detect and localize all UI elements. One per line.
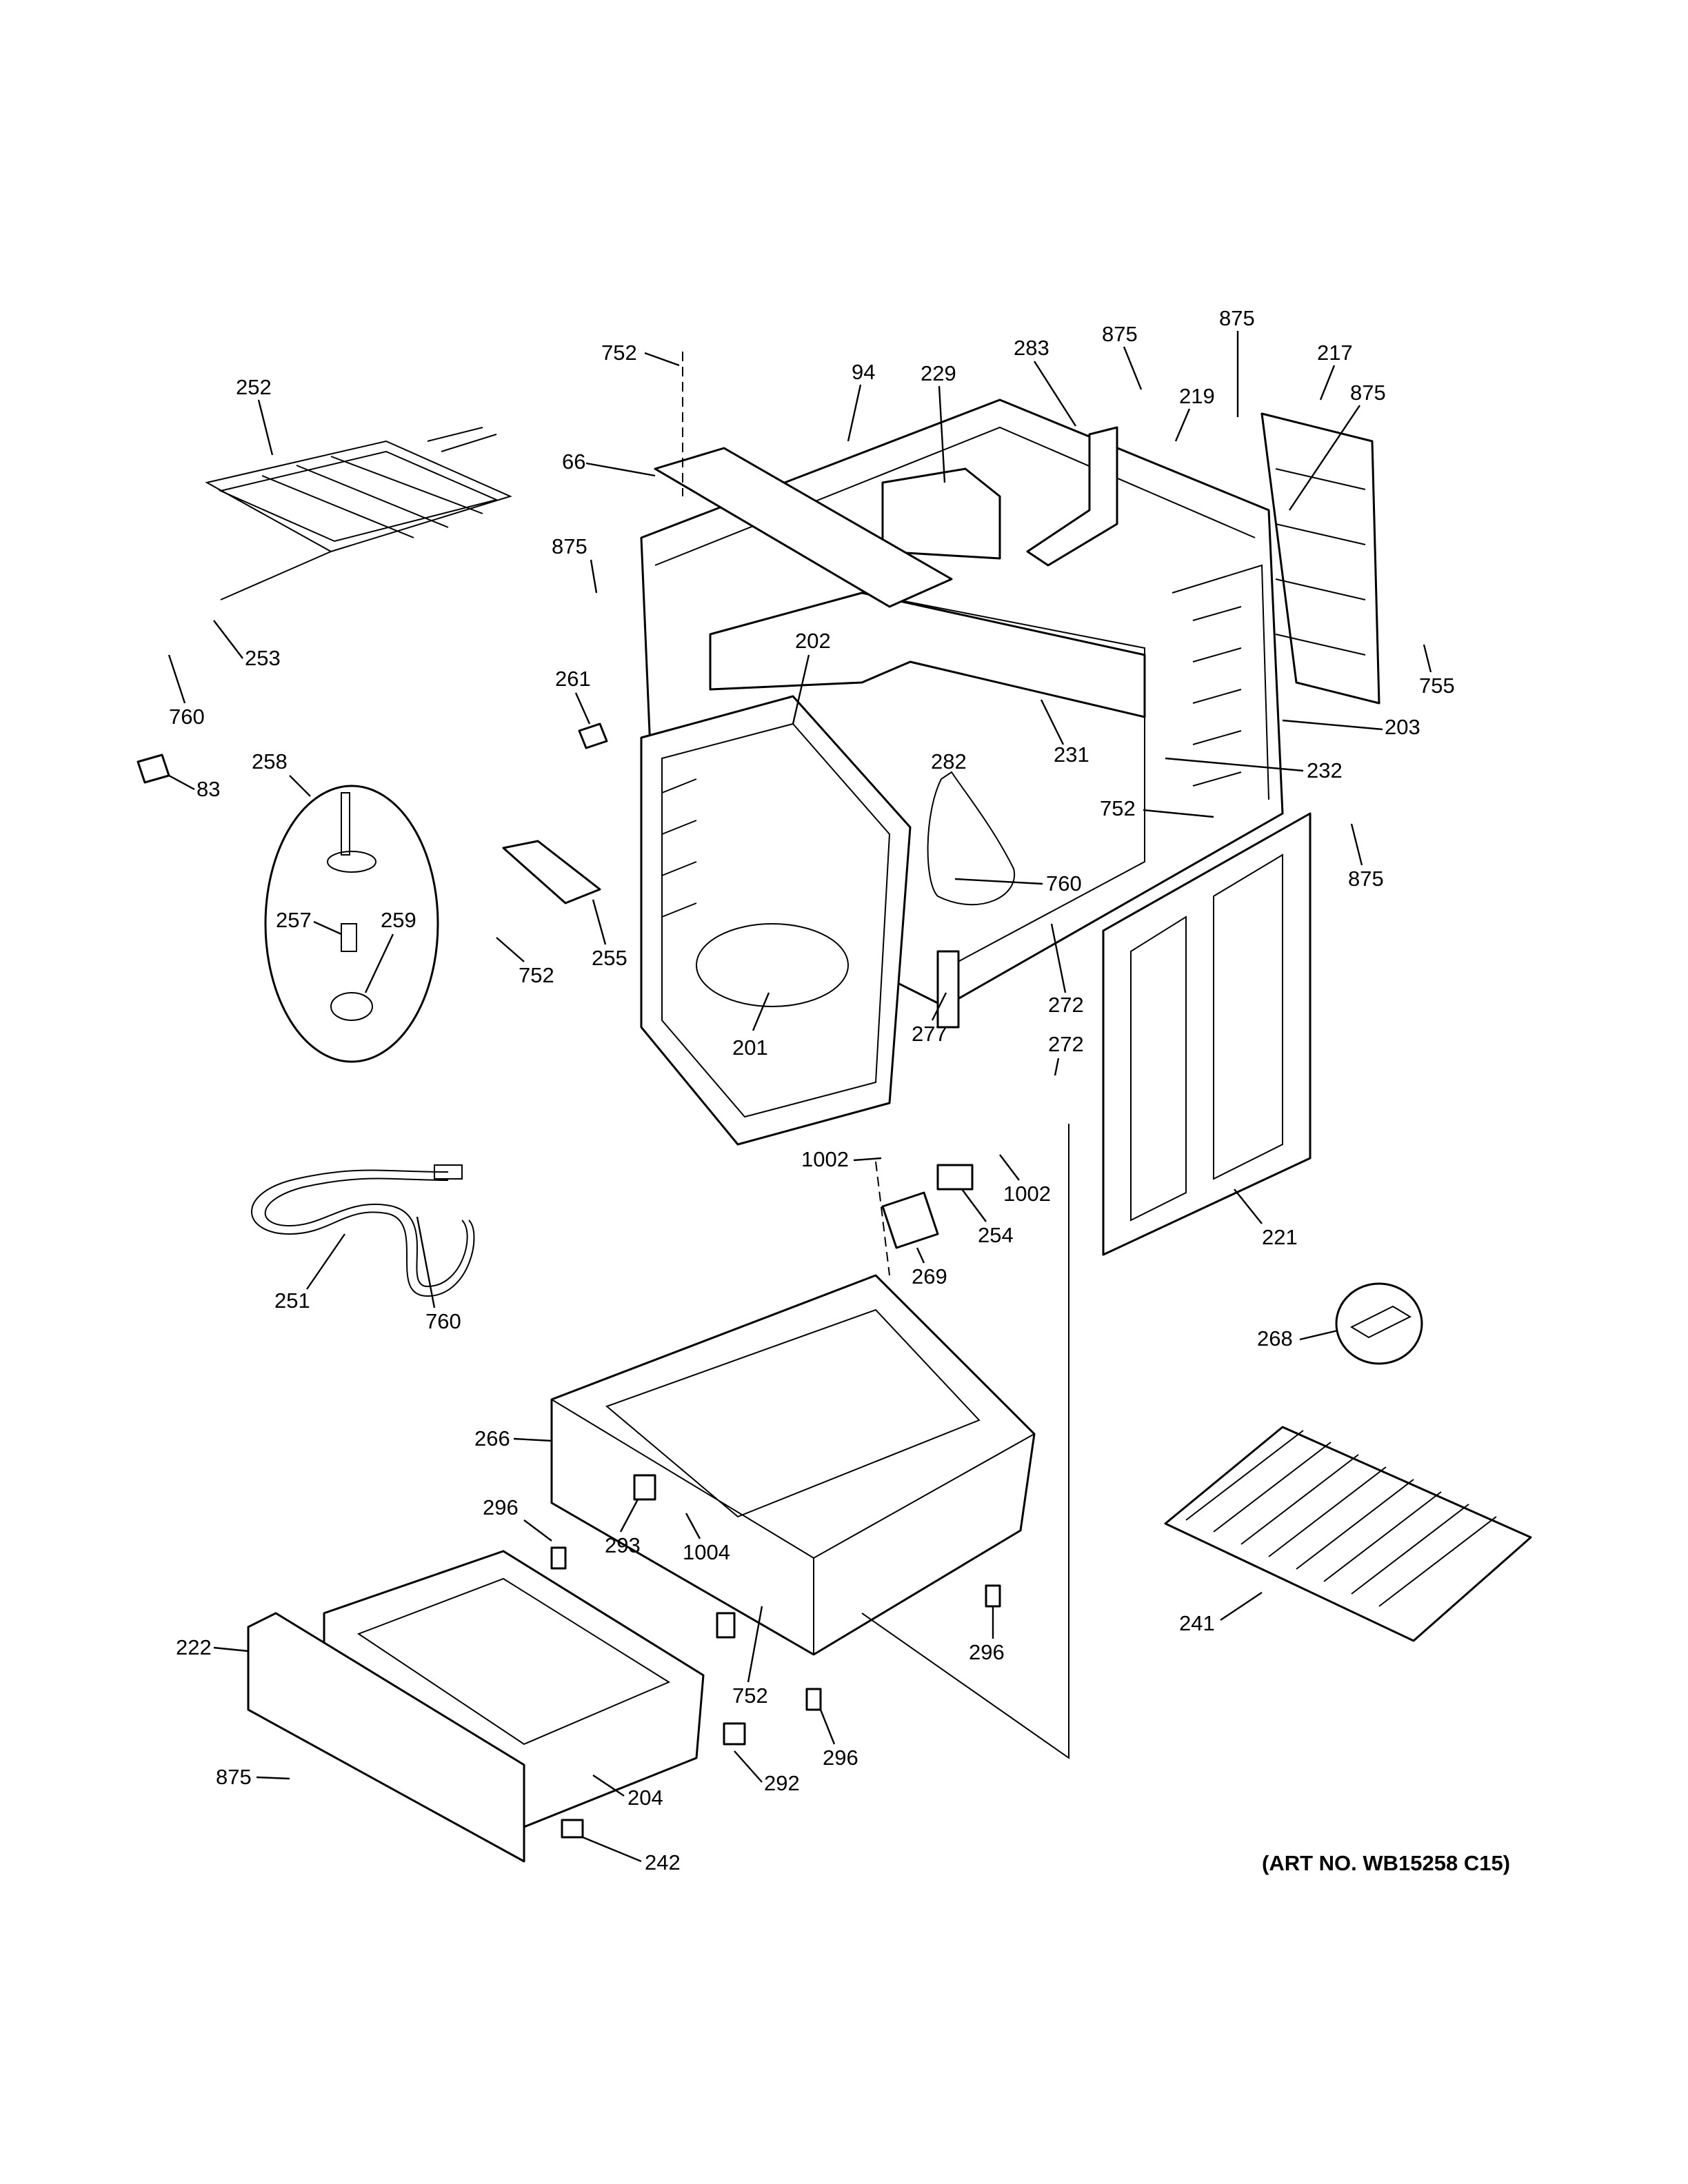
- label-221: 221: [1262, 1225, 1298, 1249]
- part-268: [1335, 1282, 1423, 1365]
- label-752: 752: [732, 1684, 768, 1708]
- label-255: 255: [592, 946, 627, 970]
- label-251: 251: [274, 1288, 310, 1313]
- label-875: 875: [1219, 306, 1255, 330]
- bracket-255: [502, 840, 601, 904]
- insulation-231: [709, 592, 1146, 718]
- broil-element-252: [205, 427, 512, 600]
- label-283: 283: [1014, 336, 1049, 360]
- small-parts: [550, 1474, 1001, 1839]
- label-752: 752: [601, 341, 637, 365]
- chassis-266: [550, 1274, 1036, 1656]
- label-257: 257: [276, 908, 312, 932]
- label-875: 875: [216, 1765, 252, 1789]
- label-296: 296: [969, 1640, 1005, 1664]
- label-296: 296: [823, 1746, 858, 1770]
- label-83: 83: [197, 777, 220, 801]
- side-panel-221: [1102, 812, 1312, 1256]
- label-232: 232: [1307, 758, 1343, 782]
- label-241: 241: [1179, 1611, 1215, 1635]
- sensor-282: [927, 771, 1016, 906]
- label-219: 219: [1179, 384, 1215, 408]
- label-204: 204: [627, 1786, 663, 1810]
- label-259: 259: [381, 908, 416, 932]
- label-292: 292: [764, 1771, 800, 1795]
- label-875: 875: [552, 534, 587, 558]
- label-201: 201: [732, 1035, 768, 1060]
- label-293: 293: [605, 1533, 641, 1557]
- label-272: 272: [1048, 993, 1084, 1017]
- label-222: 222: [176, 1635, 212, 1659]
- hinge-277: [936, 950, 960, 1029]
- label-760: 760: [1046, 871, 1082, 896]
- label-229: 229: [921, 361, 956, 385]
- light-assembly-258: [264, 785, 439, 1063]
- oven-rack-241: [1164, 1426, 1532, 1642]
- label-1004: 1004: [683, 1540, 730, 1564]
- label-296: 296: [483, 1495, 519, 1519]
- label-261: 261: [555, 667, 591, 691]
- label-752: 752: [1100, 796, 1136, 820]
- label-272: 272: [1048, 1032, 1084, 1056]
- label-258: 258: [252, 749, 288, 774]
- label-755: 755: [1419, 674, 1455, 698]
- label-752: 752: [519, 963, 554, 987]
- label-231: 231: [1054, 742, 1089, 767]
- label-269: 269: [912, 1264, 947, 1288]
- label-760: 760: [425, 1309, 461, 1333]
- bracket-269: [881, 1191, 939, 1249]
- label-203: 203: [1385, 715, 1420, 739]
- label-268: 268: [1257, 1326, 1293, 1351]
- bake-element-251: [251, 1164, 475, 1297]
- label-254: 254: [978, 1223, 1014, 1247]
- label-282: 282: [931, 749, 967, 774]
- callout-labels: 752 94 229 283 875 875 217 219 875 66 87…: [168, 306, 1455, 1874]
- label-875: 875: [1348, 867, 1384, 891]
- drawer-front-222: [247, 1612, 525, 1863]
- vent-duct-283: [1026, 426, 1118, 567]
- label-66: 66: [562, 449, 585, 474]
- label-1002: 1002: [1003, 1182, 1051, 1206]
- label-94: 94: [852, 360, 875, 384]
- reference-lines: [682, 352, 1069, 1759]
- top-channel-66: [654, 447, 953, 608]
- part-83: [137, 754, 170, 784]
- label-760: 760: [169, 705, 205, 729]
- label-875: 875: [1102, 322, 1138, 346]
- label-217: 217: [1317, 341, 1353, 365]
- label-875: 875: [1350, 381, 1386, 405]
- oven-liner-201: [640, 695, 912, 1146]
- label-242: 242: [645, 1850, 681, 1874]
- label-266: 266: [474, 1426, 510, 1450]
- label-253: 253: [245, 646, 281, 670]
- label-1002: 1002: [801, 1147, 849, 1171]
- label-252: 252: [236, 375, 272, 399]
- terminal-254: [936, 1164, 974, 1191]
- insulation-229: [881, 467, 1001, 560]
- part-261: [578, 722, 608, 749]
- label-202: 202: [795, 629, 831, 653]
- art-number: (ART NO. WB15258 C15): [1262, 1851, 1510, 1875]
- rear-panel-217: [1260, 412, 1380, 705]
- label-277: 277: [912, 1022, 947, 1046]
